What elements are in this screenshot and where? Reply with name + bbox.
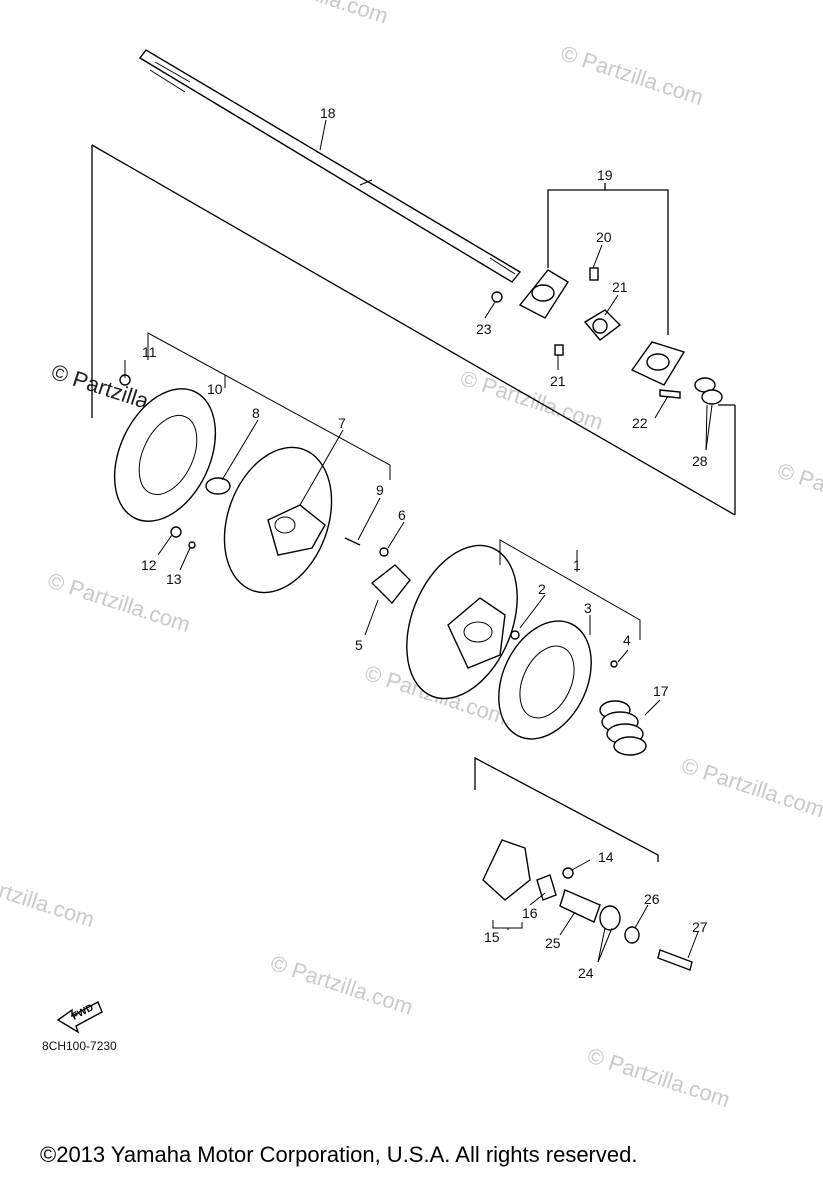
watermark: © Partzilla.com	[457, 365, 606, 435]
watermark: © Partzilla.com	[0, 862, 98, 932]
part-label: 1	[573, 557, 581, 573]
washer-26	[624, 926, 640, 944]
screw-4	[610, 660, 618, 668]
watermark: © Partzilla.com	[679, 753, 823, 823]
part-label: 21	[612, 279, 628, 295]
part-label: 2	[538, 581, 546, 597]
plate-5	[370, 564, 411, 605]
part-label: 13	[166, 571, 182, 587]
watermarks: © Partzilla.com © Partzilla.com © Partzi…	[0, 0, 823, 1113]
part-label: 10	[207, 381, 223, 397]
bolt-12	[170, 526, 182, 538]
watermark: © Partzilla.com	[243, 0, 392, 29]
part-label: 21	[550, 373, 566, 389]
part-label: 22	[632, 415, 648, 431]
watermark: © Partzilla.com	[584, 1043, 733, 1113]
part-label: 9	[376, 482, 384, 498]
part-label: 7	[338, 415, 346, 431]
bushing-8	[205, 477, 231, 495]
part-label: 27	[692, 919, 708, 935]
part-label: 4	[623, 632, 631, 648]
pin-9	[344, 537, 361, 546]
part-label: 11	[142, 344, 157, 360]
bearing-group-19	[491, 183, 723, 405]
collar-25	[559, 889, 601, 923]
washer-13	[188, 541, 196, 549]
part-label: 26	[644, 891, 660, 907]
part-label: 8	[252, 405, 260, 421]
part-label: 5	[355, 637, 363, 653]
bushing-16	[536, 874, 557, 901]
screw-6	[379, 547, 389, 557]
part-label: 17	[653, 683, 669, 699]
lower-bracket	[474, 756, 659, 862]
assembly-bracket	[91, 144, 736, 516]
bolt-27	[657, 949, 693, 971]
part-label: 16	[522, 905, 538, 921]
watermark: © Partzilla.com	[267, 950, 416, 1020]
part-labels: 18 19 20 21 23 21 22 28 11 10 8 7 9 6 12…	[141, 105, 708, 981]
disc-10	[113, 388, 217, 522]
part-label: 28	[692, 453, 708, 469]
watermark: © Partzilla.com	[558, 40, 707, 110]
leader-lines	[124, 119, 713, 963]
watermark: © Partzilla.com	[774, 458, 823, 528]
part-label: 3	[584, 600, 592, 616]
bushing-24	[599, 905, 621, 931]
part-label: 14	[598, 849, 614, 865]
part-label: 20	[596, 229, 612, 245]
part-label: 23	[476, 321, 492, 337]
nut-14	[562, 867, 574, 879]
part-label: 18	[320, 105, 336, 121]
part-label: 15	[484, 929, 500, 945]
copyright: ©2013 Yamaha Motor Corporation, U.S.A. A…	[40, 1142, 637, 1167]
sheave-1	[406, 544, 518, 700]
part-label: 24	[578, 965, 594, 981]
part-label: 25	[545, 935, 561, 951]
part-label: 12	[141, 557, 157, 573]
screw-2	[510, 630, 520, 640]
spring-17	[599, 700, 647, 756]
part-label: 19	[597, 167, 613, 183]
holder-15	[482, 839, 531, 901]
disc-3	[498, 620, 592, 740]
sheave-7	[223, 446, 333, 594]
diagram-code: 8CH100-7230	[42, 1039, 117, 1053]
part-label: 6	[398, 507, 406, 523]
fwd-arrow-icon: FWD	[56, 1001, 103, 1034]
shaft-18	[138, 49, 522, 283]
